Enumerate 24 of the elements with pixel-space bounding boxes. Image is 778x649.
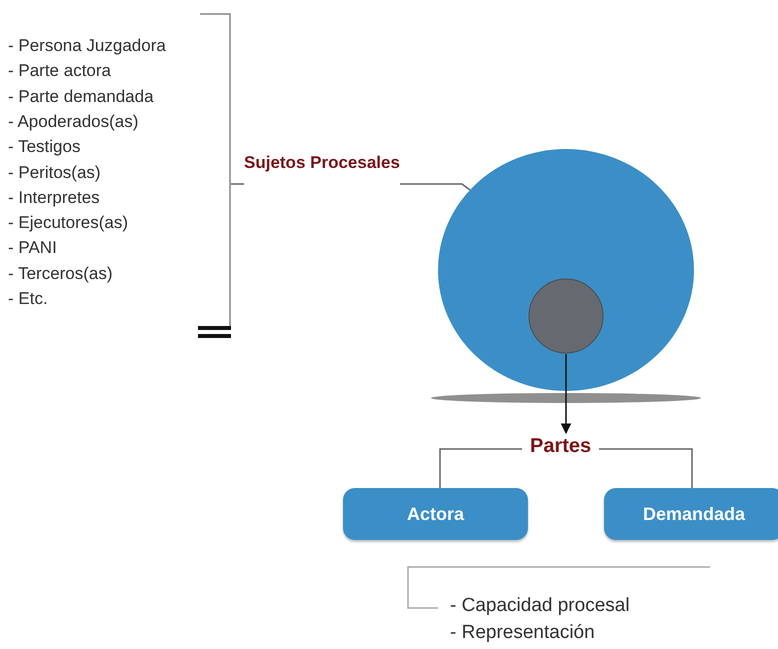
list-item: - Capacidad procesal	[450, 594, 630, 618]
small-circle	[528, 278, 604, 354]
rounded-box: Actora	[343, 488, 528, 540]
list-item: - Peritos(as)	[8, 162, 101, 184]
list-item: - PANI	[8, 237, 57, 260]
heading-label: Partes	[530, 433, 592, 465]
list-item: - Terceros(as)	[8, 262, 113, 285]
connector-line	[599, 448, 693, 488]
rounded-box: Demandada	[604, 488, 778, 540]
connector-line	[231, 183, 244, 185]
connector-line	[439, 448, 522, 488]
list-item: - Ejecutores(as)	[8, 212, 128, 234]
list-item: - Etc.	[8, 288, 48, 310]
arrow	[560, 354, 572, 434]
large-circle	[437, 148, 695, 392]
list-item: - Persona Juzgadora	[8, 35, 166, 57]
heading-label: Sujetos Procesales	[244, 148, 400, 184]
list-item: - Apoderados(as)	[8, 110, 138, 133]
list-item: - Representación	[450, 621, 595, 645]
list-item: - Interpretes	[8, 186, 100, 209]
list-item: - Testigos	[8, 136, 80, 158]
connector-line	[400, 183, 470, 191]
list-item: - Parte actora	[8, 60, 111, 82]
list-item: - Parte demandada	[8, 86, 154, 108]
